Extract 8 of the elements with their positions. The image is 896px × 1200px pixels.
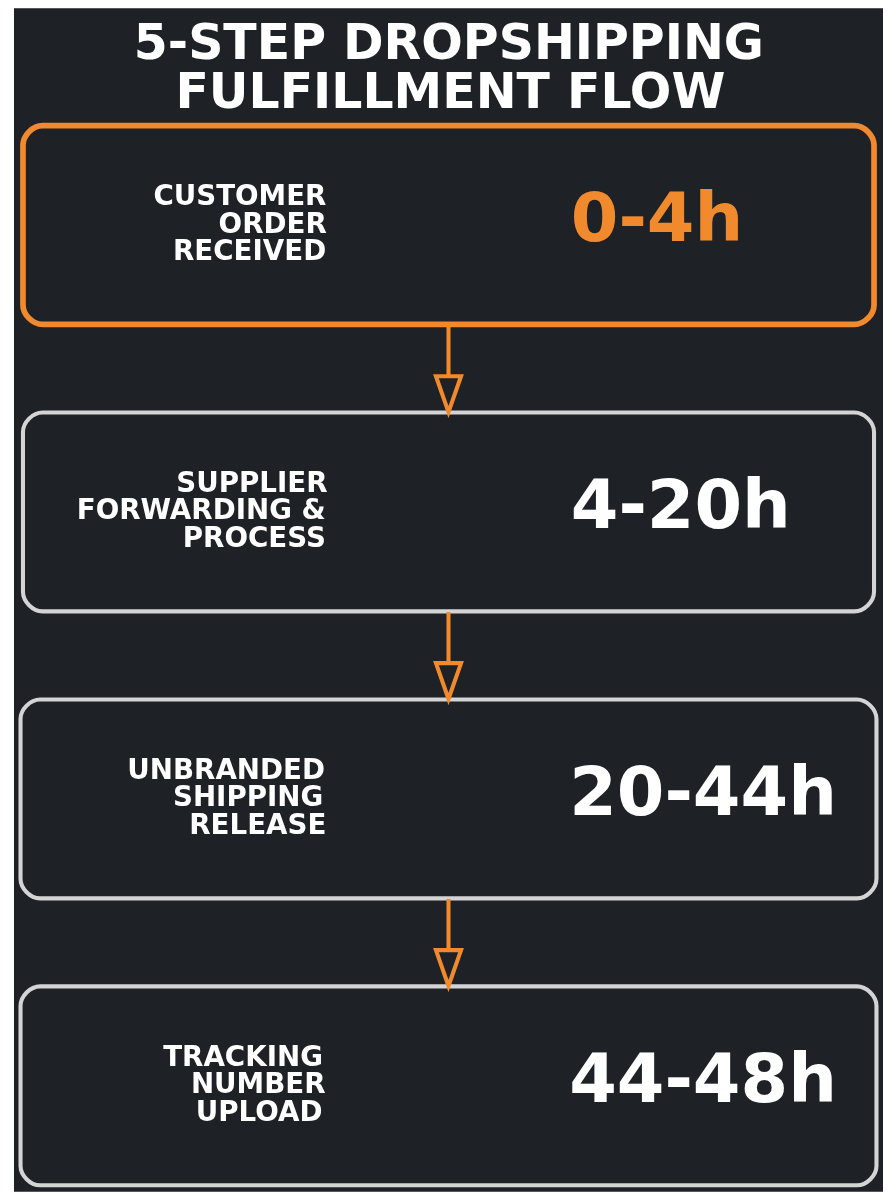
node-box: UNBRANDED SHIPPING RELEASE 20-44h (18, 697, 878, 901)
arrow (432, 898, 464, 993)
arrow (432, 612, 464, 706)
arrow (432, 325, 464, 419)
node-box: CUSTOMER ORDER RECEIVED 0-4h (19, 122, 877, 328)
node-box: SUPPLIER FORWARDING & PROCESS 4-20h (20, 410, 876, 614)
diagram-title: 5-STEP DROPSHIPPING FULFILLMENT FLOW (133, 13, 764, 120)
node-box: TRACKING NUMBER UPLOAD 44-48h (18, 984, 878, 1188)
